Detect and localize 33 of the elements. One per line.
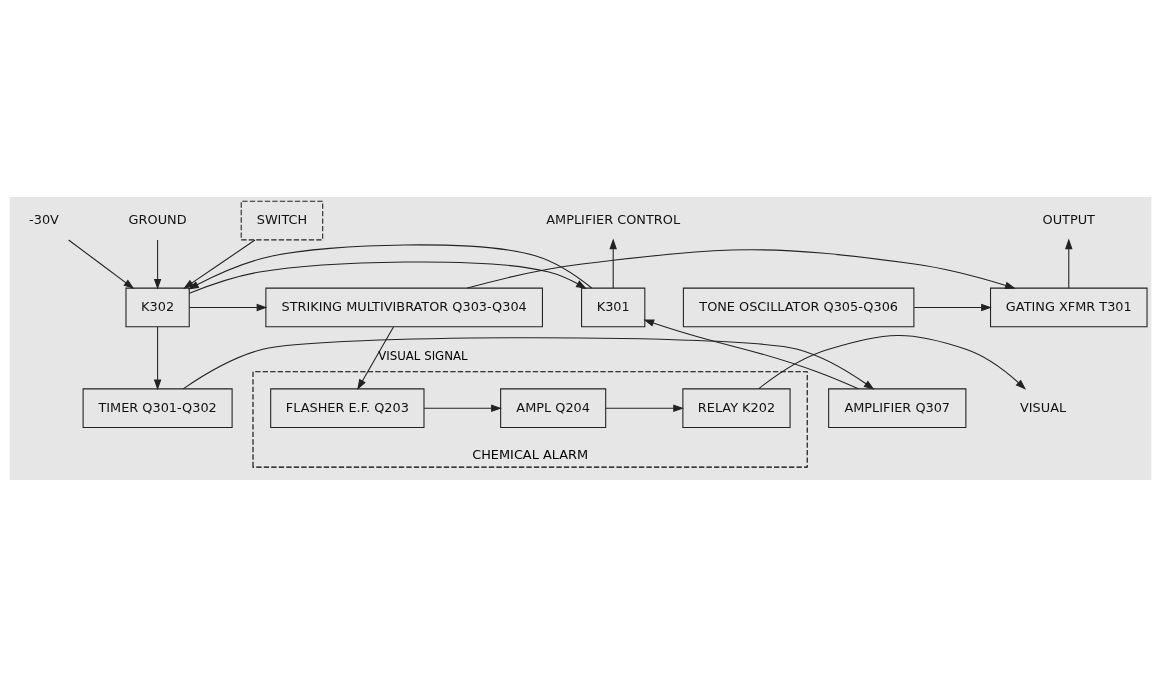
node-text: VISUAL [1019, 399, 1067, 415]
arrow [423, 404, 502, 412]
node-text: -30V [29, 211, 59, 227]
node-text: OUTPUT [1042, 211, 1095, 227]
node-box: TIMER Q301-Q302 [82, 388, 233, 428]
node-box: TONE OSCILLATOR Q305-Q306 [682, 287, 915, 328]
node-text: GROUND [128, 211, 187, 227]
node-text: AMPLIFIER CONTROL [546, 211, 681, 227]
node-box: AMPL Q204 [500, 388, 607, 428]
edge-label: VISUAL SIGNAL [378, 348, 468, 363]
arrow [466, 249, 1016, 289]
node-box: GATING XFMR T301 [990, 287, 1148, 328]
arrow [153, 326, 162, 391]
arrow [188, 303, 268, 312]
node-box: K301 [581, 287, 646, 328]
arrow [182, 337, 875, 390]
arrow [153, 239, 162, 290]
arrow [643, 319, 859, 390]
arrow [609, 238, 617, 289]
arrow [913, 303, 992, 312]
arrow [183, 239, 256, 289]
node-box: SWITCH [240, 200, 324, 241]
node-box: FLASHER E.F. Q203 [270, 388, 425, 428]
arrow [357, 326, 394, 391]
arrow [188, 244, 593, 290]
node-box: K302 [125, 287, 190, 328]
node-box: AMPLIFIER Q307 [828, 388, 967, 428]
node-box: RELAY K202 [682, 388, 791, 428]
arrow [188, 261, 587, 294]
arrow [605, 404, 684, 412]
arrow [68, 239, 135, 289]
arrow [1065, 238, 1073, 289]
node-box: STRIKING MULTIVIBRATOR Q303-Q304 [265, 287, 543, 328]
